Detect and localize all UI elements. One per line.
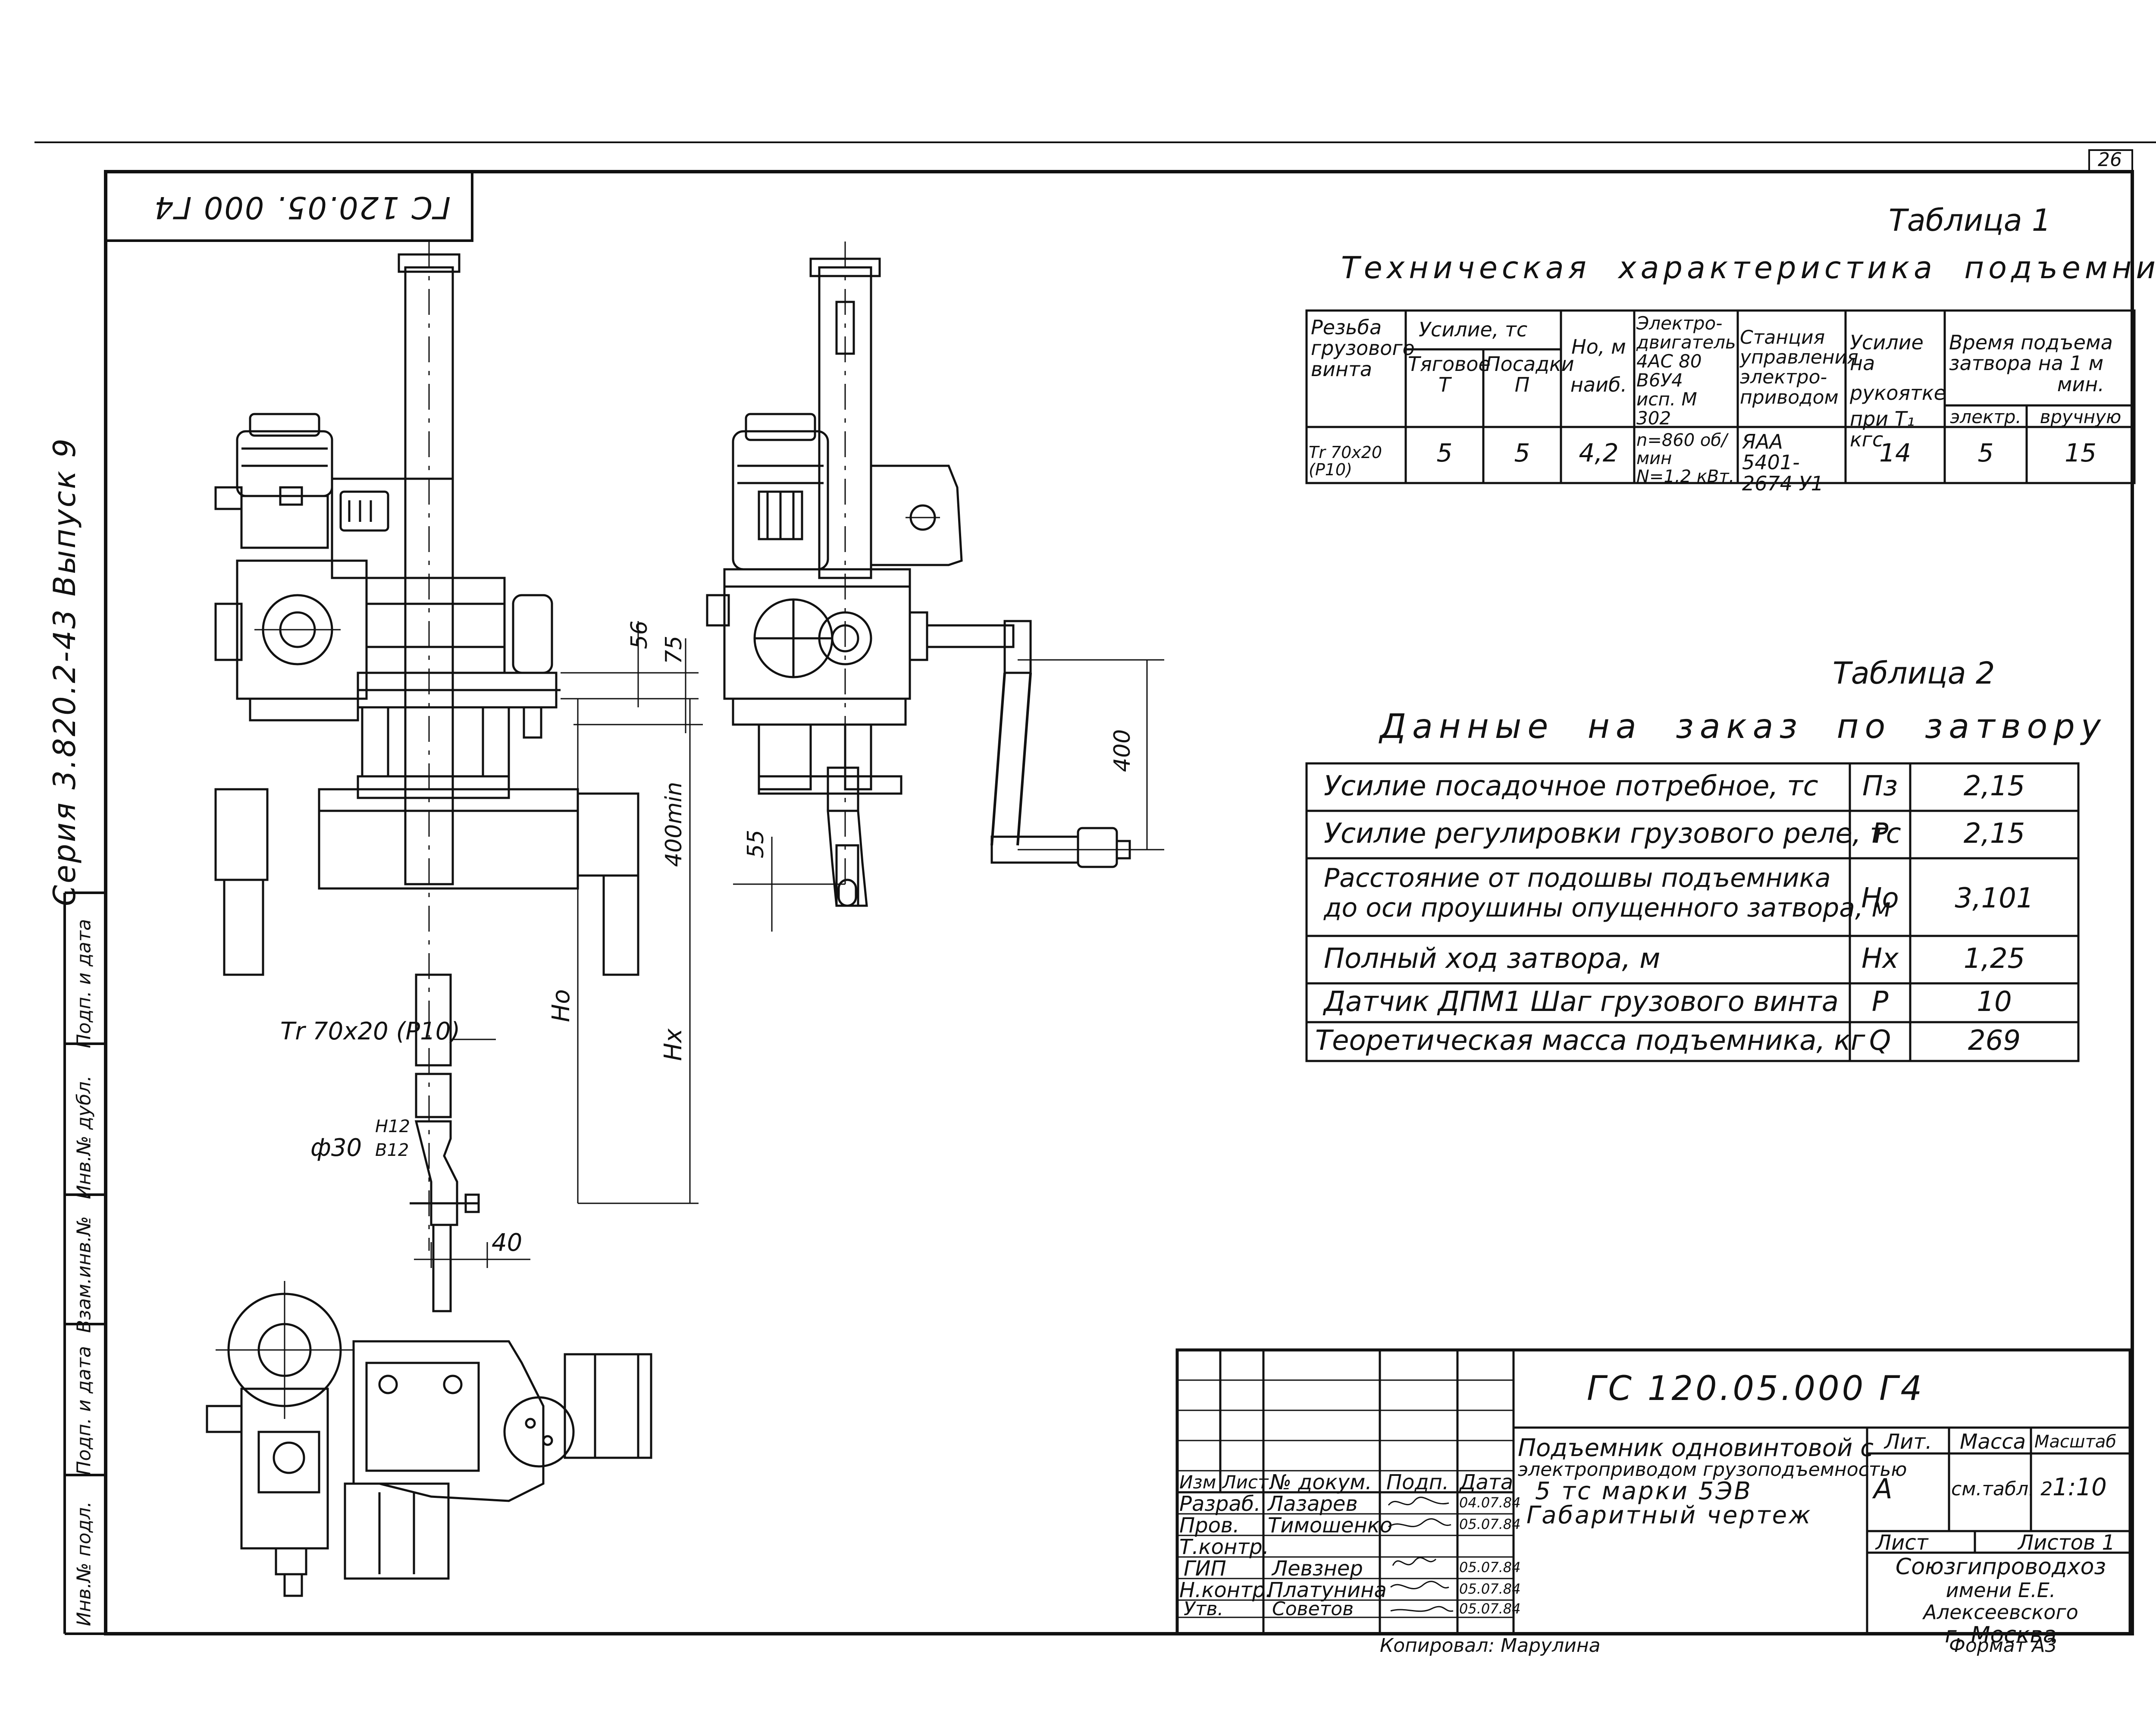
doc-code-rotated: ГС 120.05. 000 Г4 <box>153 190 451 225</box>
dim-ho: Но <box>547 989 575 1022</box>
t2-row-text: Теоретическая масса подъемника, кг <box>1315 1025 1865 1057</box>
t2-row-sym: Нх <box>1861 943 1899 975</box>
t2-row-val: 10 <box>1977 986 2012 1018</box>
dim-56: 56 <box>627 621 652 649</box>
tb-sheet-label: Лист <box>1876 1531 1928 1555</box>
t1-row-seat: 5 <box>1514 438 1530 468</box>
t1-row-time-man: 15 <box>2065 438 2096 468</box>
signatures <box>1388 1497 1454 1612</box>
t1-h-force: Усилие, тс <box>1419 318 1528 341</box>
stamp-vzam-inv: Взам.инв.№ <box>73 1216 95 1333</box>
t2-row-val: 2,15 <box>1963 770 2025 802</box>
tb-date: 05.07.84 <box>1459 1601 1521 1617</box>
format-label: Формат А3 <box>1949 1635 2057 1657</box>
stamp-inv-podl: Инв.№ подл. <box>73 1501 95 1626</box>
t2-row-val: 269 <box>1968 1025 2021 1057</box>
tb-name: Платунина <box>1268 1578 1387 1602</box>
tb-h-podp: Подп. <box>1386 1470 1449 1494</box>
dim-hx: Нх <box>659 1028 687 1061</box>
t1-row-time-el: 5 <box>1977 438 1994 468</box>
tb-role: Н.контр. <box>1179 1578 1272 1602</box>
t1-row-ho: 4,2 <box>1579 438 1619 468</box>
tb-h-izm: Изм <box>1179 1472 1216 1493</box>
dim-75: 75 <box>661 636 687 664</box>
t2-row-text: Датчик ДПМ1 Шаг грузового винта <box>1324 986 1839 1018</box>
dim-thread: Тr 70x20 (P10) <box>280 1017 460 1045</box>
dim-phi: ф30 <box>310 1134 362 1162</box>
tb-date: 05.07.84 <box>1459 1581 1521 1597</box>
tb-name: Левзнер <box>1272 1557 1363 1581</box>
page-number: 26 <box>2098 149 2122 171</box>
tb-h-ndoc: № докум. <box>1270 1470 1372 1494</box>
t2-row-text: Усилие посадочное потребное, тс <box>1324 770 1818 802</box>
table2-title: Данные на заказ по затвору <box>1380 707 2107 746</box>
dim-400min: 400min <box>661 782 687 867</box>
tb-role: Утв. <box>1184 1598 1224 1620</box>
title-block-code: ГС 120.05.000 Г4 <box>1587 1369 1925 1408</box>
tb-role: Пров. <box>1179 1513 1240 1538</box>
dim-40: 40 <box>492 1229 522 1257</box>
tb-date: 05.07.84 <box>1459 1559 1521 1576</box>
t2-row-sym: Но <box>1861 882 1899 914</box>
tb-product-name: Подъемник одновинтовой с электроприводом… <box>1518 1434 1907 1529</box>
tb-name: Лазарев <box>1268 1492 1358 1516</box>
t2-row-val: 2,15 <box>1963 818 2025 850</box>
t1-h-time-man: вручную <box>2040 406 2122 427</box>
t1-row-thread: Тr 70x20 (P10) <box>1309 443 1382 479</box>
copied-by: Копировал: Марулина <box>1380 1635 1601 1657</box>
tb-role: ГИП <box>1184 1557 1226 1581</box>
tb-lit-label: Лит. <box>1884 1430 1932 1454</box>
t2-row-sym: Q <box>1869 1025 1891 1057</box>
dim-fit-top: H12 <box>375 1117 410 1136</box>
tb-role: Т.контр. <box>1179 1535 1269 1559</box>
t2-row-val: 1,25 <box>1963 943 2025 975</box>
tb-sheets-label: Листов 1 <box>2018 1531 2115 1555</box>
stamp-podp-data-1: Подп. и дата <box>73 1346 95 1475</box>
table2-caption: Таблица 2 <box>1833 656 1995 691</box>
tb-name: Советов <box>1272 1598 1354 1620</box>
t1-row-pull: 5 <box>1436 438 1453 468</box>
dim-400: 400 <box>1109 729 1135 772</box>
tb-h-data: Дата <box>1460 1470 1514 1494</box>
t1-h-time-el: электр. <box>1950 406 2021 427</box>
t2-row-val: 3,101 <box>1955 882 2034 914</box>
t1-row-handle: 14 <box>1879 438 1911 468</box>
stamp-podp-data-2: Подп. и дата <box>73 919 95 1048</box>
dim-fit-bot: B12 <box>375 1140 409 1160</box>
tb-mass-label: Масса <box>1960 1430 2026 1454</box>
series-label: Серия 3.820.2-43 Выпуск 9 <box>47 436 82 906</box>
tb-date: 05.07.84 <box>1459 1516 1521 1532</box>
t2-row-text: Усилие регулировки грузового реле, тс <box>1324 818 1901 850</box>
t2-row-text: Полный ход затвора, м <box>1324 943 1661 975</box>
stamp-inv-dubl: Инв.№ дубл. <box>73 1075 95 1199</box>
tb-scale-label: Масштаб <box>2034 1432 2117 1452</box>
t2-row-sym: Пз <box>1862 770 1898 802</box>
tb-name: Тимошенко <box>1268 1513 1393 1538</box>
table1-title: Техническая характеристика подъемника <box>1341 250 2156 286</box>
dim-55: 55 <box>743 830 769 858</box>
t1-row-station: ЯАА 5401-2674 У1 <box>1742 430 1824 495</box>
tb-role: Разраб. <box>1179 1492 1261 1516</box>
t2-row-sym: P <box>1871 818 1889 850</box>
tb-h-list: Лист <box>1222 1472 1269 1493</box>
tb-date: 04.07.84 <box>1459 1494 1521 1511</box>
tb-scale-value: 1:10 <box>2053 1473 2107 1501</box>
t2-row-sym: P <box>1871 986 1889 1018</box>
table1-caption: Таблица 1 <box>1889 203 2051 238</box>
tb-mass-value: см.табл. 2 <box>1951 1478 2053 1500</box>
tb-lit-value: А <box>1874 1473 1893 1505</box>
